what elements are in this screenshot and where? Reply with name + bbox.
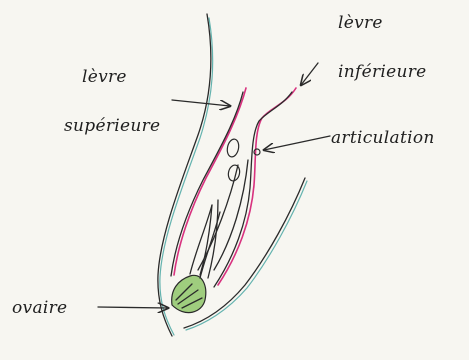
- lower-lip: [214, 88, 296, 287]
- arrows: [98, 63, 330, 308]
- label-levre-superieure-line1: lèvre: [82, 67, 127, 87]
- label-levre-superieure-line2: supérieure: [64, 116, 160, 136]
- label-ovaire: ovaire: [12, 298, 67, 318]
- arrow-articulation: [264, 136, 330, 150]
- anther-upper: [226, 138, 241, 158]
- arrow-levre-superieure: [172, 100, 230, 106]
- right-glume: [184, 178, 307, 330]
- arrow-levre-inferieure: [301, 63, 318, 85]
- label-levre-inferieure-line2: inférieure: [338, 62, 427, 82]
- label-articulation: articulation: [331, 128, 435, 148]
- label-levre-inferieure-line1: lèvre: [338, 13, 383, 33]
- arrow-ovaire: [98, 307, 168, 308]
